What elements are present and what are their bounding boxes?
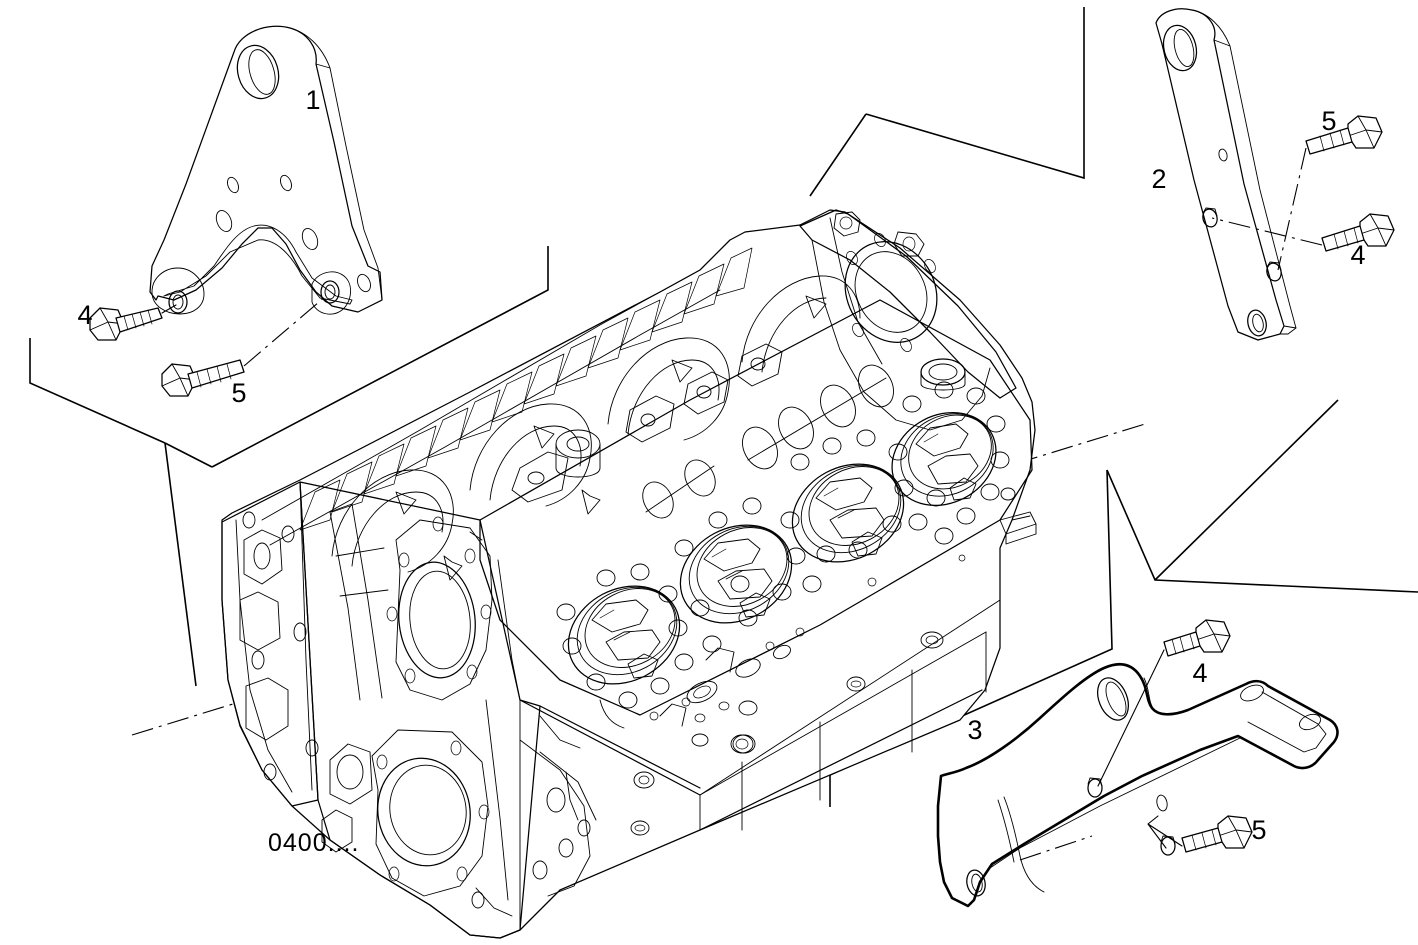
callout-label-5-top-right: 5: [1321, 106, 1336, 136]
block-left-side-casting: [299, 481, 541, 939]
engine-cylinder-block: [221, 209, 1037, 939]
intake-runners: [331, 275, 861, 581]
group-code-label: 0400....: [268, 829, 359, 857]
cylinder-bores: [556, 381, 1016, 723]
bolt-5-for-bracket-2: [1305, 115, 1383, 155]
block-upper-bosses: [511, 343, 894, 519]
leader-bolt-5-bracket-2: [1277, 147, 1307, 271]
block-lower-right-castings: [471, 739, 597, 917]
block-side-panels: [630, 631, 987, 836]
part-2-bracket: [1155, 8, 1297, 341]
leader-elbow-bolt-5-bracket-3: [1147, 815, 1159, 825]
head-bolt-holes: [556, 381, 1016, 709]
callout-frame-top-left: [29, 246, 549, 687]
part-3-bracket: [936, 662, 1339, 908]
bolt-4-for-bracket-2: [1321, 213, 1395, 252]
bolt-4-for-bracket-3: [1163, 619, 1231, 657]
leader-bolt-4-bracket-1: [161, 304, 177, 314]
callout-label-5-left: 5: [231, 378, 246, 408]
callout-label-4-left: 4: [77, 300, 92, 330]
bolt-4-for-bracket-1: [89, 307, 163, 341]
leader-bolt-5-bracket-1: [243, 295, 327, 367]
part-1-bracket: [149, 25, 383, 315]
callout-label-3: 3: [967, 715, 982, 745]
bolt-5-for-bracket-1: [161, 359, 245, 397]
small-dowel-holes: [649, 554, 966, 723]
callout-label-1: 1: [305, 85, 320, 115]
valley-ribs: [299, 247, 753, 531]
leader-bolt-4-bracket-3: [1097, 649, 1165, 787]
callout-frame-top-right: [809, 7, 1339, 581]
callout-label-5-bottom-right: 5: [1251, 815, 1266, 845]
oil-pan-rail-bosses: [539, 644, 791, 821]
callout-label-4-top-right: 4: [1350, 240, 1365, 270]
bolt-5-for-bracket-3: [1181, 815, 1253, 853]
callout-label-2: 2: [1151, 164, 1166, 194]
callout-label-4-bottom-right: 4: [1192, 658, 1207, 688]
cylinder-bore-1: [567, 585, 681, 685]
centerline-bracket-3: [1019, 835, 1093, 861]
leader-bolt-4-bracket-2: [1211, 217, 1323, 246]
cylinder-bore-2: [679, 524, 793, 624]
